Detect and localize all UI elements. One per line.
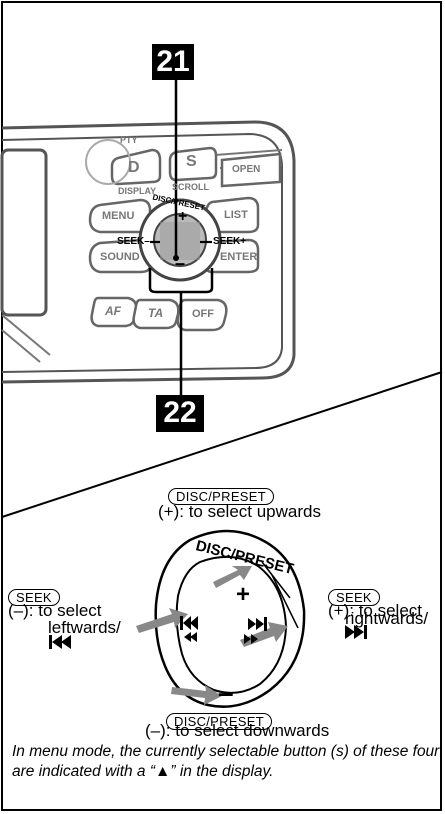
arrow-down [171,685,222,705]
button-ta[interactable] [132,298,180,330]
label-seek-minus: SEEK– [117,236,150,247]
large-dial[interactable] [154,529,306,708]
label-knob-plus: + [178,208,188,225]
dial-minus-label: – [218,677,234,708]
dial-prev-icon [180,616,198,642]
legend-next-icon [345,625,367,639]
button-open[interactable] [220,152,282,188]
label-seek-plus: SEEK+ [213,236,247,247]
legend-up-key: DISC/PRESET [168,486,274,505]
legend-left-text-1: (–): to select [8,601,102,620]
label-display: DISPLAY [118,186,157,196]
legend-left-text-2: leftwards/ [48,618,121,637]
legend-right-key: SEEK [328,587,380,606]
legend-right-text-1: (+): to select [328,601,423,620]
button-s[interactable] [168,146,218,182]
callout-21-box [152,44,194,80]
dial-next-icon [244,617,267,644]
legend-down-key: DISC/PRESET [166,711,272,730]
label-sound: SOUND [100,251,140,263]
label-d: D [128,159,140,176]
section-divider [1,371,443,518]
label-knob-minus: – [175,253,186,273]
label-ta: TA [148,306,164,320]
label-pty: PTY [120,135,138,145]
label-af: AF [105,304,121,318]
faceplate [1,120,296,384]
label-open: OPEN [232,164,261,175]
label-off: OFF [192,308,214,320]
legend-left-key: SEEK [8,587,60,606]
legend-up-text: (+): to select upwards [158,502,321,521]
legend-down-text: (–): to select downwards [145,721,330,740]
button-d[interactable] [110,148,162,186]
label-enter: ENTER [220,251,258,263]
dial-plus-label: + [236,581,251,608]
legend-prev-icon [49,635,71,649]
display-window [0,148,48,317]
legend-right-text-2: rightwards/ [345,609,429,628]
label-s: S [186,153,197,170]
callout-22-label: 22 [163,396,197,429]
label-scroll: SCROLL [172,182,209,192]
label-menu: MENU [102,210,135,222]
arrow-left [136,608,188,633]
callout-21-label: 21 [156,45,190,78]
arrow-up [213,566,252,588]
menu-mode-note: In menu mode, the currently selectable b… [12,743,440,780]
callout-21-dot [173,255,179,261]
faceplate-control-knob[interactable] [138,198,222,282]
pty-circle [85,139,131,185]
label-list: LIST [224,209,248,221]
callout-22-box [156,395,204,432]
